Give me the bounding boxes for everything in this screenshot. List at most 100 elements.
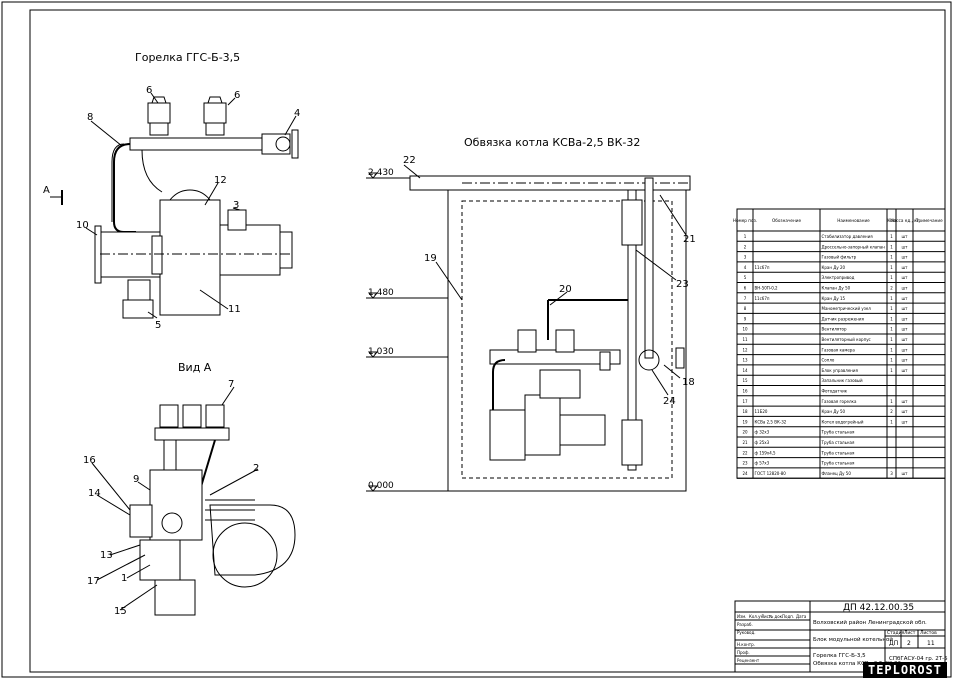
callout: 18 (682, 377, 695, 388)
table-cell: 1 (890, 347, 893, 352)
table-cell: Датчик разрежения (822, 316, 865, 321)
table-cell: Газовая горелка (822, 399, 857, 404)
table-cell: 13 (742, 358, 748, 363)
callout: 6 (146, 85, 152, 96)
piping-drawing: Обвязка котла КСВа-2,5 ВК-32 2.430 1.480… (366, 136, 696, 492)
location: Волховский район Ленинградской обл. (813, 619, 927, 626)
callout: 16 (83, 455, 96, 466)
table-cell: шт (902, 296, 909, 301)
table-cell: 22 (742, 450, 748, 455)
table-cell: шт (902, 399, 909, 404)
table-cell: ГОСТ 12820-80 (755, 471, 787, 476)
callout: 10 (76, 220, 89, 231)
table-cell: Дроссельно-запорный клапан (822, 244, 886, 249)
table-cell: ф 32х3 (755, 430, 770, 435)
callout: 1 (121, 573, 127, 584)
sheet-header: Лист (904, 630, 916, 636)
table-cell: 11с67п (755, 265, 770, 270)
table-cell: 1 (890, 399, 893, 404)
table-cell: 1 (744, 234, 747, 239)
table-cell: 1 (890, 244, 893, 249)
table-cell: 6 (744, 286, 747, 291)
title-block-role: Разраб. (737, 622, 753, 627)
table-cell: Стабилизатор давления (822, 234, 874, 239)
table-cell: 20 (742, 430, 748, 435)
title-block-role: Рецензент (737, 658, 760, 663)
table-cell: Фотодатчик (822, 389, 848, 394)
table-cell: Фланец Ду 50 (822, 471, 852, 476)
table-cell: 17 (742, 399, 748, 404)
title-block-role: Руковод. (737, 630, 755, 635)
table-cell: шт (902, 347, 909, 352)
table-cell: 2 (890, 286, 893, 291)
table-cell: 16 (742, 389, 748, 394)
table-cell: ф 159х4,5 (755, 450, 777, 455)
callout: 4 (294, 108, 300, 119)
table-cell: 2 (890, 409, 893, 414)
table-cell: Электропривод (822, 275, 855, 280)
table-cell: 10 (742, 327, 748, 332)
callout: 24 (663, 396, 676, 407)
table-cell: 7 (744, 296, 747, 301)
burner-drawing: Горелка ГГС-Б-3,5 А (43, 51, 300, 331)
table-header: Обозначение (772, 218, 801, 223)
view-a-drawing: Вид А 7 2 16 9 (83, 361, 296, 617)
callout: 14 (88, 488, 101, 499)
view-a-marker: А (43, 185, 50, 196)
callout: 6 (234, 90, 240, 101)
table-header: Масса ед., кг (890, 218, 919, 223)
table-cell: 1 (890, 327, 893, 332)
table-cell: шт (902, 275, 909, 280)
sheets-value: 11 (927, 640, 935, 647)
table-cell: 5 (744, 275, 747, 280)
table-cell: Труба стальная (821, 450, 856, 455)
table-cell: 19 (742, 419, 748, 424)
title-block-role: № док. (769, 614, 783, 619)
table-cell: 3 (890, 471, 893, 476)
table-header: Наименование (837, 218, 870, 223)
elevation-label: 2.430 (368, 168, 394, 178)
elevation-marks: 2.430 1.480 1.030 0.000 (366, 168, 450, 492)
table-cell: Вентиляторный корпус (822, 337, 871, 342)
table-cell: шт (902, 337, 909, 342)
table-cell: 3 (744, 255, 747, 260)
table-cell: Труба стальная (821, 440, 856, 445)
callout: 5 (155, 320, 161, 331)
title-block-role: Лист (761, 614, 772, 619)
table-cell: 15 (742, 378, 748, 383)
table-cell: Газовая камера (822, 347, 856, 352)
title-block: ДП 42.12.00.35 Волховский район Ленингра… (734, 600, 948, 673)
table-cell: 1 (890, 368, 893, 373)
title-block-role: Подп. (782, 614, 794, 619)
table-cell: шт (902, 471, 909, 476)
organization: СПбГАСУ-04 гр. 2Т-5 (889, 656, 948, 662)
table-cell: шт (902, 316, 909, 321)
project-name: Блок модульной котельной (813, 636, 893, 643)
table-cell: 1 (890, 265, 893, 270)
callout: 23 (676, 279, 689, 290)
table-cell: 1 (890, 419, 893, 424)
table-cell: 1 (890, 316, 893, 321)
title-block-role: Изм. (737, 614, 746, 619)
table-cell: 1 (890, 358, 893, 363)
table-cell: Труба стальная (821, 461, 856, 466)
table-cell: 1 (890, 306, 893, 311)
callout: 17 (87, 576, 100, 587)
title-block-role: Н.контр. (737, 642, 755, 647)
table-cell: Котел водогрейный (822, 419, 864, 424)
callout: 13 (100, 550, 113, 561)
title-block-role: Дата (796, 614, 807, 619)
sheet-title-1: Горелка ГГС-Б-3,5 (813, 653, 866, 659)
table-header: Номер поз. (733, 218, 757, 223)
table-cell: 11Б20 (755, 409, 768, 414)
callout: 8 (87, 112, 93, 123)
callout: 22 (403, 155, 416, 166)
table-cell: шт (902, 409, 909, 414)
table-cell: Сопло (822, 358, 835, 363)
table-cell: 8 (744, 306, 747, 311)
table-header: Примечание (915, 218, 943, 223)
table-cell: шт (902, 234, 909, 239)
view-a-title: Вид А (178, 361, 212, 374)
